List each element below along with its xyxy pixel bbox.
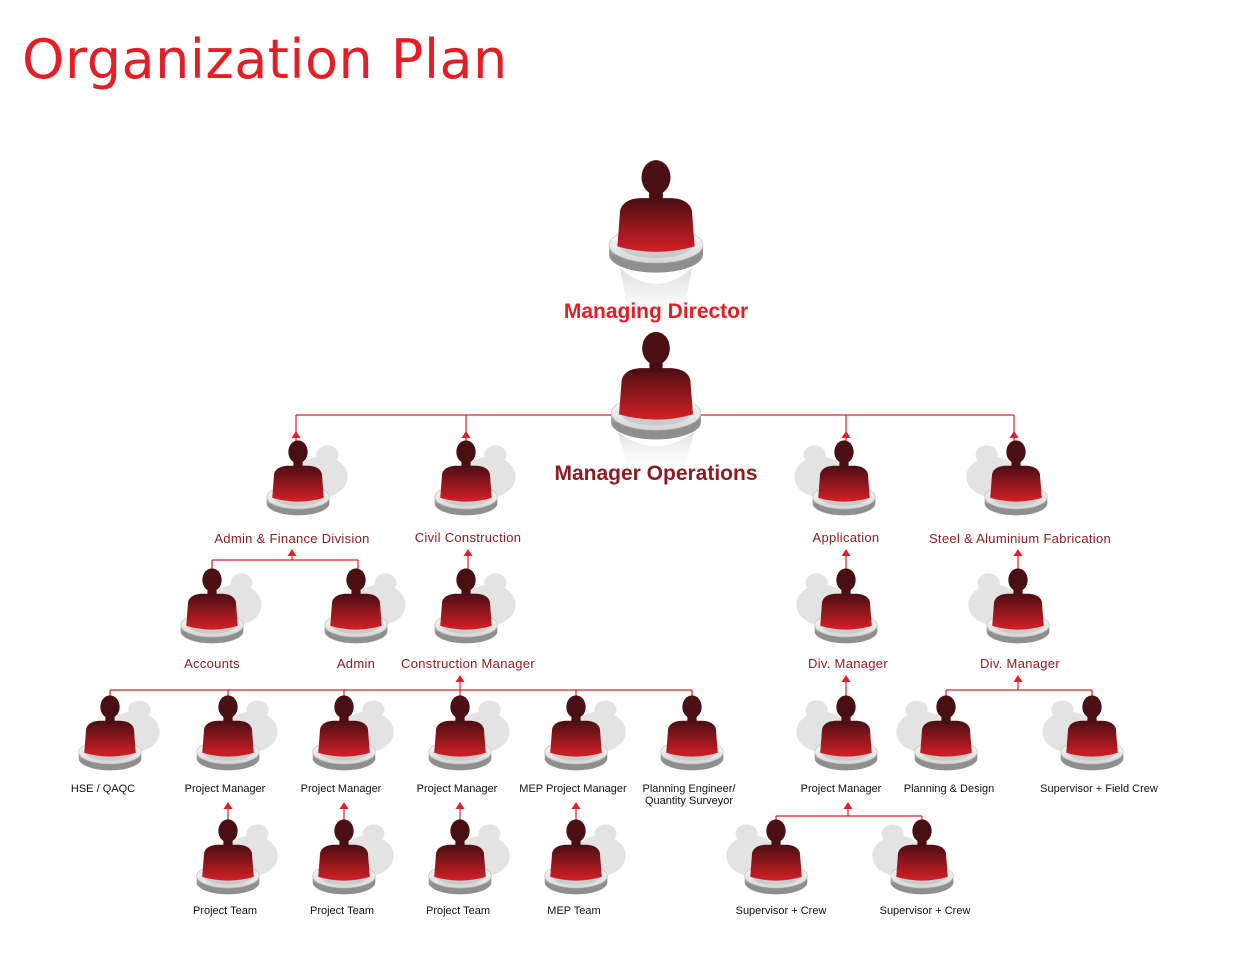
label-project-manager: Project Manager [416, 783, 498, 795]
arrow-up-icon [1009, 431, 1019, 438]
label-div-manager: Div. Manager [980, 656, 1060, 671]
label-admin: Admin [336, 656, 376, 671]
label-planning-design: Planning & Design [903, 783, 995, 795]
person-icon-project-manager [196, 695, 278, 771]
person-icon-supervisor-field-crew [1042, 695, 1124, 771]
arrow-up-icon [841, 431, 851, 438]
person-icon-supervisor-crew [872, 819, 954, 895]
label-supervisor-field-crew: Supervisor + Field Crew [1040, 783, 1158, 795]
person-icon-civil-construction [434, 440, 516, 516]
arrow-up-icon [1013, 675, 1023, 682]
person-icon-admin-finance [266, 440, 348, 516]
person-icon-planning-design [896, 695, 978, 771]
arrow-up-icon [287, 549, 297, 556]
arrow-up-icon [841, 549, 851, 556]
arrow-up-icon [223, 802, 233, 809]
person-icons [78, 160, 1124, 895]
label-mep-team: MEP Team [547, 905, 601, 917]
arrow-up-icon [461, 431, 471, 438]
person-icon-hse-qaqc [78, 695, 160, 771]
arrow-up-icon [841, 675, 851, 682]
arrow-up-icon [463, 549, 473, 556]
person-icon-project-team [196, 819, 278, 895]
person-icon-admin [324, 568, 406, 644]
arrow-up-icon [571, 802, 581, 809]
person-icon-accounts [180, 568, 262, 644]
label-div-manager: Div. Manager [808, 656, 888, 671]
arrow-up-icon [1013, 549, 1023, 556]
label-planning-engineer-line2: Quantity Surveyor [644, 795, 734, 807]
label-project-manager: Project Manager [184, 783, 266, 795]
person-icon-planning-engineer [660, 695, 724, 771]
person-icon-div-manager [968, 568, 1050, 644]
person-icon-project-manager [796, 695, 878, 771]
person-icon-application [794, 440, 876, 516]
page-title: Organization Plan [22, 28, 508, 91]
person-icon-project-manager [428, 695, 510, 771]
label-manager-operations: Manager Operations [554, 462, 758, 485]
person-icon-project-team [428, 819, 510, 895]
person-icon-project-manager [312, 695, 394, 771]
arrow-up-icon [843, 802, 853, 809]
label-construction-manager: Construction Manager [401, 656, 535, 671]
label-accounts: Accounts [184, 656, 240, 671]
label-civil-construction: Civil Construction [414, 530, 522, 545]
person-icon-manager-operations [610, 331, 702, 440]
label-project-manager: Project Manager [300, 783, 382, 795]
label-hse-qaqc: HSE / QAQC [70, 783, 136, 795]
label-admin-finance-division: Admin & Finance Division [214, 531, 370, 546]
person-icon-steel-aluminium [966, 440, 1048, 516]
person-icon-managing-director [608, 160, 704, 273]
person-icon-mep-team [544, 819, 626, 895]
label-mep-project-manager: MEP Project Manager [519, 783, 627, 795]
reflection [620, 268, 692, 335]
person-icon-supervisor-crew [726, 819, 808, 895]
person-icon-div-manager [796, 568, 878, 644]
label-steel-aluminium-fabrication: Steel & Aluminium Fabrication [928, 531, 1112, 546]
arrow-up-icon [291, 431, 301, 438]
label-supervisor-crew: Supervisor + Crew [735, 905, 827, 917]
label-application: Application [812, 530, 880, 545]
arrow-up-icon [339, 802, 349, 809]
person-icon-project-team [312, 819, 394, 895]
label-managing-director: Managing Director [563, 300, 749, 323]
arrow-up-icon [455, 802, 465, 809]
label-project-manager: Project Manager [800, 783, 882, 795]
label-project-team: Project Team [310, 905, 374, 917]
label-supervisor-crew: Supervisor + Crew [879, 905, 971, 917]
person-icon-mep-project-manager [544, 695, 626, 771]
label-project-team: Project Team [193, 905, 257, 917]
label-planning-engineer: Planning Engineer/ Quantity Surveyor [643, 783, 736, 807]
person-icon-construction-manager [434, 568, 516, 644]
label-planning-engineer-line1: Planning Engineer/ [642, 783, 736, 795]
label-project-team: Project Team [426, 905, 490, 917]
reflection [618, 432, 694, 474]
arrow-up-icon [455, 675, 465, 682]
